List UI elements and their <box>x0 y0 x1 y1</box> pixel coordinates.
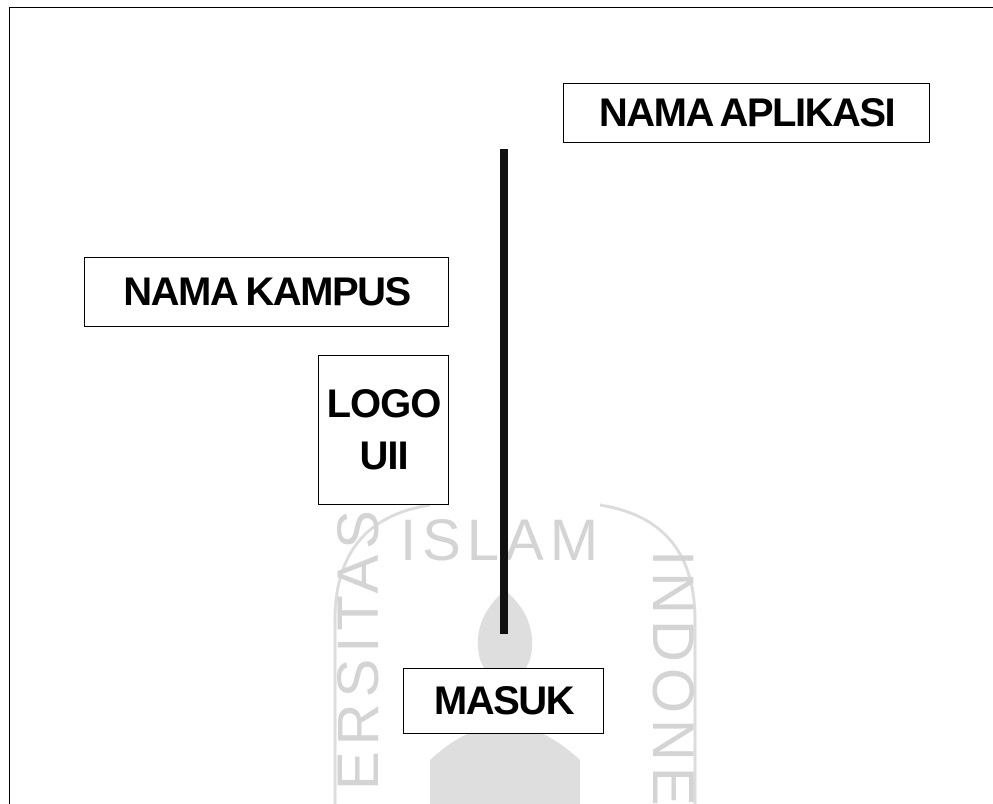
app-name-text: NAMA APLIKASI <box>598 90 896 135</box>
login-button-label: MASUK <box>433 678 575 723</box>
page-frame <box>9 7 993 804</box>
vertical-divider <box>500 149 508 634</box>
login-button[interactable]: MASUK <box>403 668 604 734</box>
campus-name-label: NAMA KAMPUS <box>84 257 449 327</box>
logo-placeholder: LOGO UII <box>318 355 449 505</box>
campus-name-text: NAMA KAMPUS <box>123 269 411 314</box>
logo-line1: LOGO <box>326 382 442 426</box>
logo-line2: UII <box>359 434 408 478</box>
app-name-label: NAMA APLIKASI <box>563 83 930 143</box>
